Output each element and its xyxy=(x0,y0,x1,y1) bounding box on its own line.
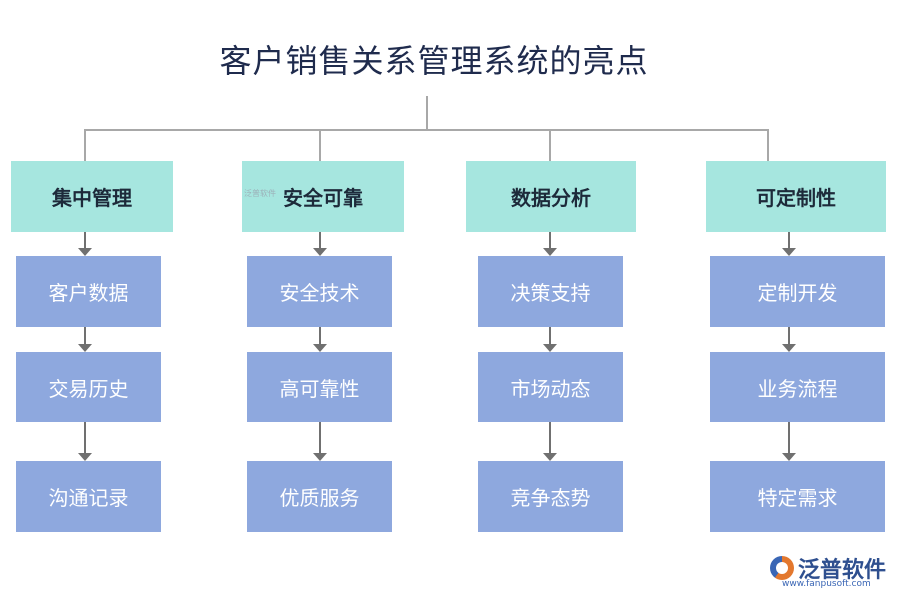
item-box-3-2: 市场动态 xyxy=(478,352,623,422)
arrow-down-icon xyxy=(543,232,557,256)
header-box-4: 可定制性 xyxy=(706,161,886,232)
logo-icon xyxy=(770,556,794,580)
arrow-down-icon xyxy=(543,327,557,352)
arrow-down-icon xyxy=(782,422,796,461)
item-box-1-3: 沟通记录 xyxy=(16,461,161,532)
header-box-3: 数据分析 xyxy=(466,161,636,232)
logo-text: 泛普软件 xyxy=(798,558,887,583)
horizontal-connector xyxy=(84,129,769,131)
arrow-down-icon xyxy=(782,232,796,256)
branch-connector-4 xyxy=(767,129,769,162)
item-box-1-1: 客户数据 xyxy=(16,256,161,327)
header-box-2: 安全可靠 xyxy=(242,161,404,232)
arrow-down-icon xyxy=(782,327,796,352)
arrow-down-icon xyxy=(313,422,327,461)
item-box-1-2: 交易历史 xyxy=(16,352,161,422)
item-box-4-3: 特定需求 xyxy=(710,461,885,532)
page-title: 客户销售关系管理系统的亮点 xyxy=(219,42,649,80)
arrow-down-icon xyxy=(78,422,92,461)
item-box-4-1: 定制开发 xyxy=(710,256,885,327)
item-box-3-3: 竞争态势 xyxy=(478,461,623,532)
arrow-down-icon xyxy=(78,232,92,256)
arrow-down-icon xyxy=(313,327,327,352)
branch-connector-3 xyxy=(549,129,551,162)
arrow-down-icon xyxy=(313,232,327,256)
item-box-2-3: 优质服务 xyxy=(247,461,392,532)
item-box-4-2: 业务流程 xyxy=(710,352,885,422)
title-connector xyxy=(426,96,428,130)
item-box-3-1: 决策支持 xyxy=(478,256,623,327)
arrow-down-icon xyxy=(78,327,92,352)
item-box-2-1: 安全技术 xyxy=(247,256,392,327)
item-box-2-2: 高可靠性 xyxy=(247,352,392,422)
small-watermark: 泛普软件 xyxy=(244,189,276,198)
header-box-1: 集中管理 xyxy=(11,161,173,232)
brand-logo: 泛普软件 xyxy=(770,552,886,584)
logo-url: www.fanpusoft.com xyxy=(782,579,871,589)
branch-connector-2 xyxy=(319,129,321,162)
branch-connector-1 xyxy=(84,129,86,162)
arrow-down-icon xyxy=(543,422,557,461)
